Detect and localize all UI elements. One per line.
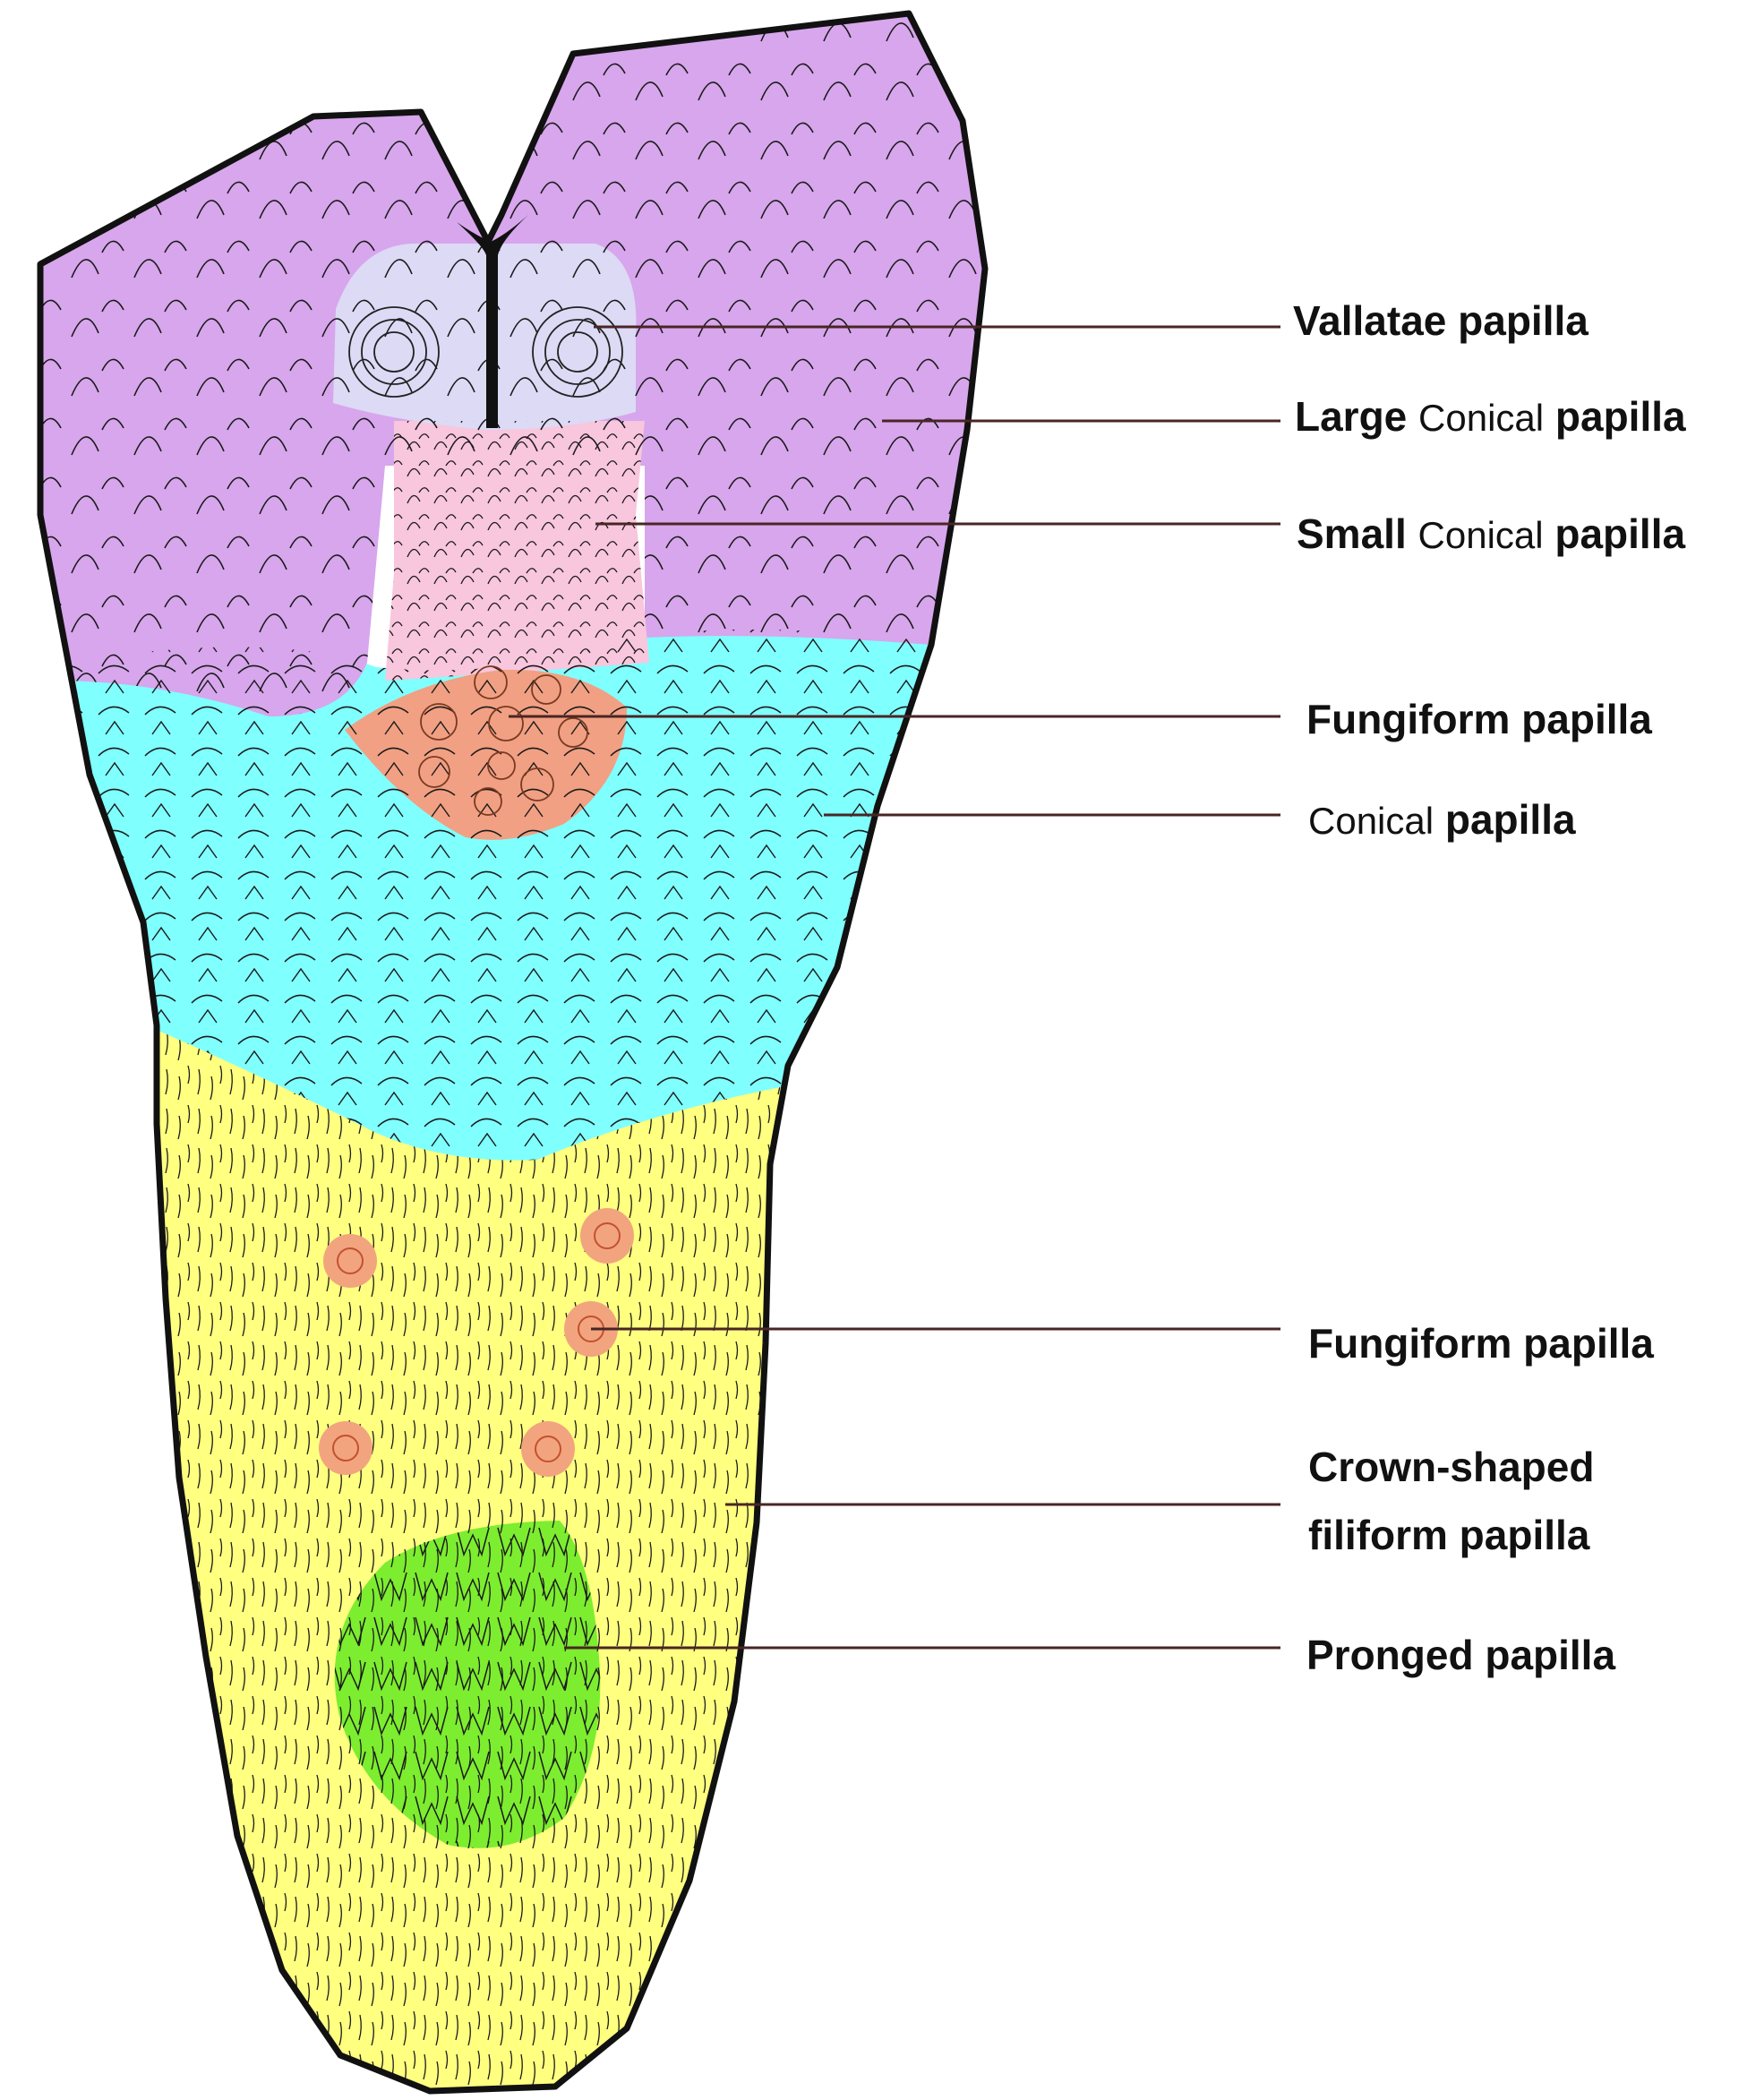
label-large-conical-papilla: Large Conical papilla: [1295, 393, 1686, 440]
label-small-conical-papilla: Small Conical papilla: [1297, 510, 1686, 557]
label-vallatae-papilla: Vallatae papilla: [1293, 297, 1589, 344]
fungiform-spot: [521, 1421, 575, 1477]
conical-texture: [40, 630, 967, 1161]
vallatae-papilla-right: [532, 306, 623, 398]
label-fungiform-papilla-1: Fungiform papilla: [1306, 696, 1652, 742]
vallatae-papilla-left: [348, 306, 440, 398]
fungiform-spot: [580, 1208, 634, 1264]
fungiform-spot: [319, 1421, 373, 1475]
label-conical-papilla: Conical papilla: [1308, 796, 1576, 843]
fungiform-cluster-spots: [418, 665, 588, 816]
label-fungiform-papilla-2: Fungiform papilla: [1308, 1320, 1654, 1367]
median-groove: [457, 215, 528, 428]
tongue-outline: [37, 10, 989, 2095]
small-conical-texture: [385, 421, 649, 681]
fungiform-spot: [323, 1234, 377, 1288]
label-crown-shaped-filiform-papilla: Crown-shaped filiform papilla: [1308, 1444, 1595, 1558]
pronged-texture: [334, 1521, 601, 1848]
label-pronged-papilla: Pronged papilla: [1306, 1632, 1616, 1678]
